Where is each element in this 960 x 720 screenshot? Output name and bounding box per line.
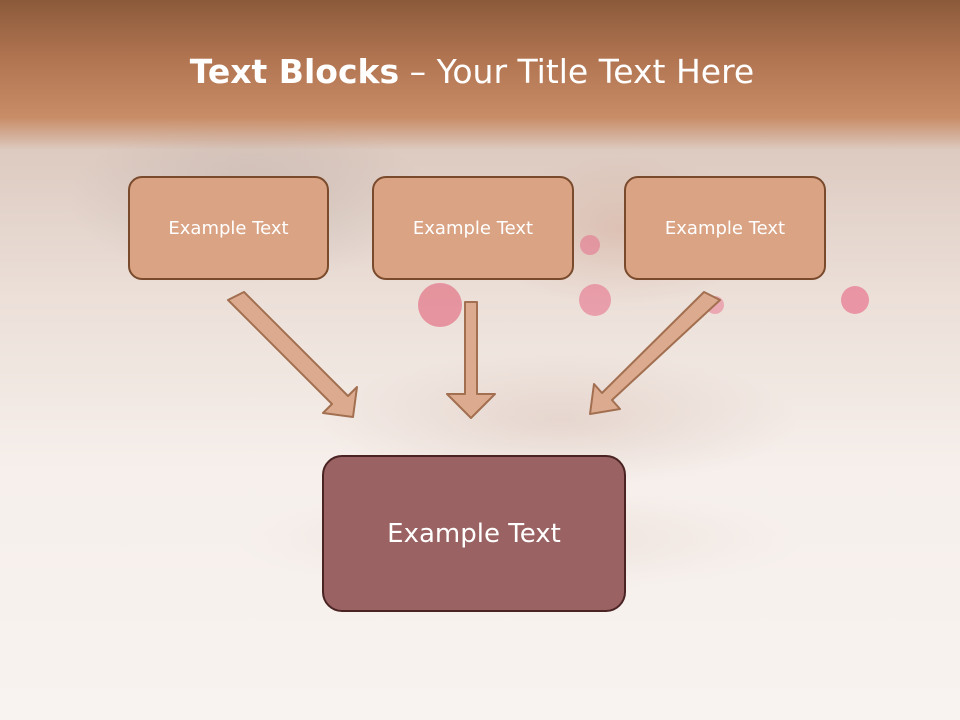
text-block-center: Example Text — [372, 176, 574, 280]
slide-title: Text Blocks – Your Title Text Here — [0, 52, 944, 91]
title-dash: – — [399, 52, 437, 91]
title-rest: Your Title Text Here — [436, 52, 755, 91]
arrow-right — [589, 291, 721, 415]
arrow-center — [446, 301, 496, 419]
text-block-right: Example Text — [624, 176, 826, 280]
text-block-left: Example Text — [128, 176, 329, 280]
text-block-main: Example Text — [322, 455, 626, 612]
arrow-left — [227, 291, 358, 418]
title-banner — [0, 0, 960, 150]
title-bold: Text Blocks — [189, 52, 400, 91]
